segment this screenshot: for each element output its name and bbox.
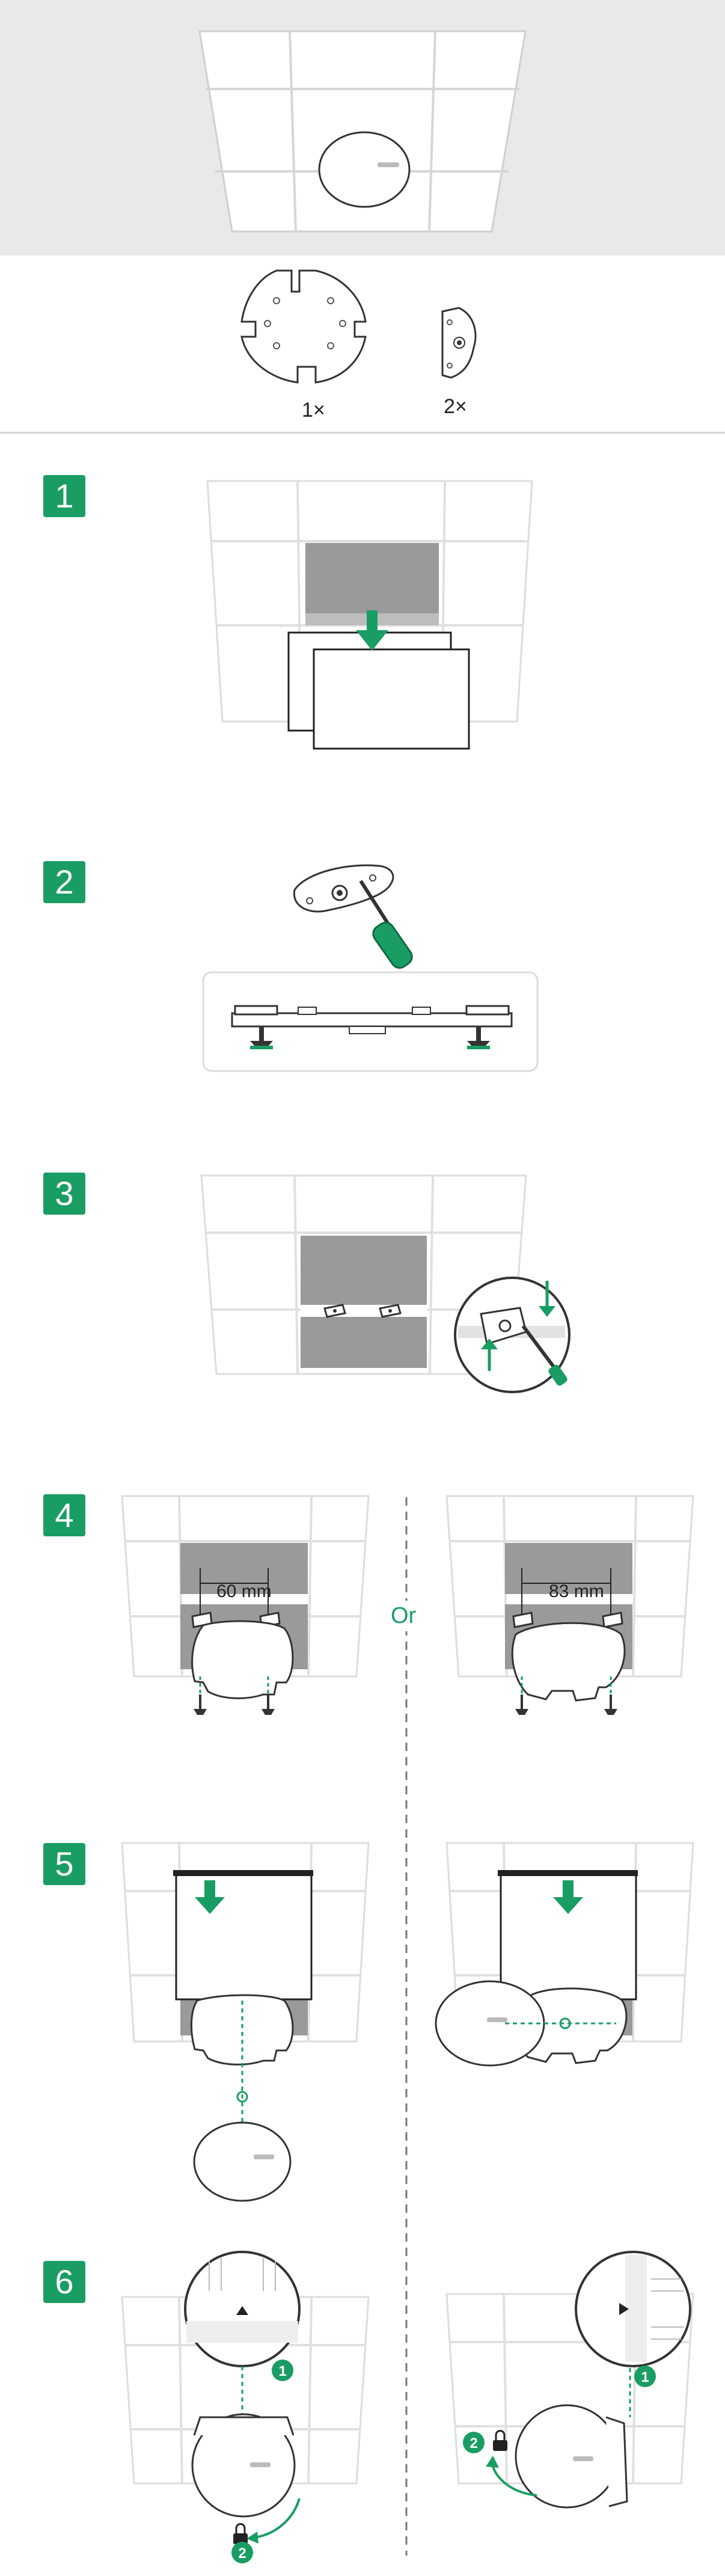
step-1-badge: 1 xyxy=(43,475,85,517)
hero-ceiling-illustration xyxy=(198,30,527,233)
step-5-right-illustration xyxy=(435,1842,694,2067)
step-6-right-illustration: 1 2 xyxy=(445,2251,694,2509)
or-label: Or xyxy=(390,1601,418,1631)
step-4-left-spacing-label: 60 mm xyxy=(216,1581,272,1601)
step-1-illustration xyxy=(206,480,533,750)
step-3-badge: 3 xyxy=(43,1173,85,1215)
mounting-bracket-icon xyxy=(240,269,367,384)
step-2-side-view-panel xyxy=(202,971,539,1072)
step-6-right-callout-1: 1 xyxy=(641,2369,649,2385)
step-6-right-callout-2: 2 xyxy=(470,2435,477,2452)
bracket-quantity: 1× xyxy=(302,399,325,422)
section-divider xyxy=(0,432,725,434)
ceiling-clip-icon xyxy=(441,307,477,379)
step-6-badge: 6 xyxy=(43,2261,85,2303)
step-4-right-spacing-label: 83 mm xyxy=(549,1581,604,1601)
vertical-divider xyxy=(405,1497,408,2556)
step-5-left-illustration xyxy=(121,1842,370,2202)
step-4-right-illustration: 83 mm xyxy=(445,1495,694,1715)
clip-quantity: 2× xyxy=(444,395,467,418)
step-2-screwdriver-illustration xyxy=(293,864,413,969)
step-5-badge: 5 xyxy=(43,1843,85,1885)
step-6-left-illustration: 1 2 xyxy=(121,2251,370,2563)
step-6-left-callout-1: 1 xyxy=(278,2363,286,2379)
step-3-illustration xyxy=(200,1174,571,1393)
step-4-left-illustration: 60 mm xyxy=(121,1495,370,1715)
step-2-badge: 2 xyxy=(43,861,85,903)
step-4-badge: 4 xyxy=(43,1494,85,1536)
step-6-left-callout-2: 2 xyxy=(238,2545,246,2562)
